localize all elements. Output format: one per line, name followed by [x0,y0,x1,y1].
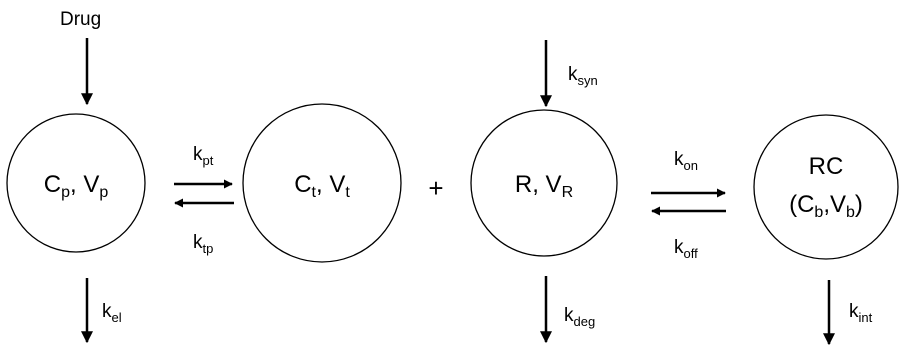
receptor-compartment [470,109,618,257]
ktp-label: ktp [193,232,213,256]
plasma-label: Cp, Vp [44,171,109,201]
tissue-label: Ct, Vt [294,171,350,201]
receptor-label: R, VR [515,171,573,201]
plasma-compartment [6,113,146,253]
plus-sign: + [428,173,443,203]
kel-label: kel [102,301,122,325]
tissue-compartment [242,103,402,263]
kdeg-label: kdeg [564,305,595,329]
ksyn-label: ksyn [568,64,598,88]
complex-label-line1: RC [809,153,844,180]
kint-label: kint [849,301,873,325]
koff-label: koff [674,237,698,261]
kpt-label: kpt [193,144,214,168]
drug-label: Drug [60,9,101,30]
complex-compartment [753,114,899,260]
complex-label-line2: (Cb,Vb) [789,191,863,221]
kon-label: kon [674,149,698,173]
